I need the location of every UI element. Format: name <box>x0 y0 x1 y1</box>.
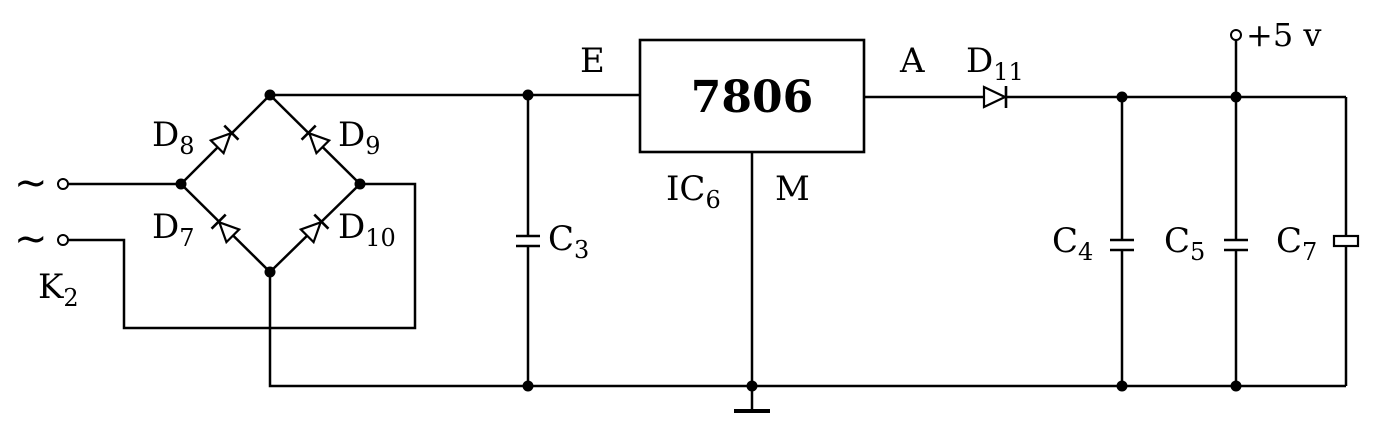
ic-pin-in-label: E <box>580 41 605 81</box>
ic-pin-gnd-label: M <box>775 169 810 209</box>
label-ic6: IC6 <box>666 169 721 214</box>
ic-part-number: 7806 <box>691 72 813 123</box>
input-terminal-top <box>57 178 69 190</box>
junction-dot <box>746 380 758 392</box>
output-terminal <box>1230 29 1242 41</box>
capacitor-c4 <box>1110 238 1134 252</box>
capacitor-c3 <box>516 234 540 248</box>
junction-dot <box>1230 91 1242 103</box>
wire-ac-bottom <box>68 182 417 330</box>
label-k2: K2 <box>38 267 79 312</box>
diode-d8 <box>208 124 240 156</box>
ac-symbol-bottom: ~ <box>14 216 48 262</box>
label-d8: D8 <box>152 115 195 160</box>
label-d9: D9 <box>338 115 381 160</box>
capacitor-c7 <box>1332 234 1360 248</box>
junction-dot <box>264 89 276 101</box>
label-c3: C3 <box>548 219 589 264</box>
regulator-ic-body <box>638 38 866 154</box>
ic-pin-out-label: A <box>899 41 925 81</box>
ac-symbol-top: ~ <box>14 160 48 206</box>
junction-dot <box>175 178 187 190</box>
junction-dot <box>522 89 534 101</box>
diode-d9 <box>300 124 332 156</box>
junction-dot <box>354 178 366 190</box>
junction-dot <box>1116 91 1128 103</box>
label-c7: C7 <box>1276 221 1317 266</box>
junction-dot <box>1230 380 1242 392</box>
input-terminal-bottom <box>57 234 69 246</box>
label-c5: C5 <box>1164 221 1205 266</box>
capacitor-c5 <box>1224 238 1248 252</box>
junction-dot <box>264 266 276 278</box>
junction-dot <box>522 380 534 392</box>
diode-d10 <box>298 213 330 245</box>
label-d7: D7 <box>152 207 195 252</box>
label-d11: D11 <box>966 41 1024 86</box>
junction-dot <box>1116 380 1128 392</box>
output-voltage-label: +5 v <box>1246 16 1321 54</box>
wire-dc-negative <box>268 272 1346 388</box>
label-d10: D10 <box>338 207 396 252</box>
junction-dots <box>175 89 1242 392</box>
diode-d11 <box>982 85 1008 109</box>
label-c4: C4 <box>1052 221 1093 266</box>
diode-d7 <box>210 213 242 245</box>
